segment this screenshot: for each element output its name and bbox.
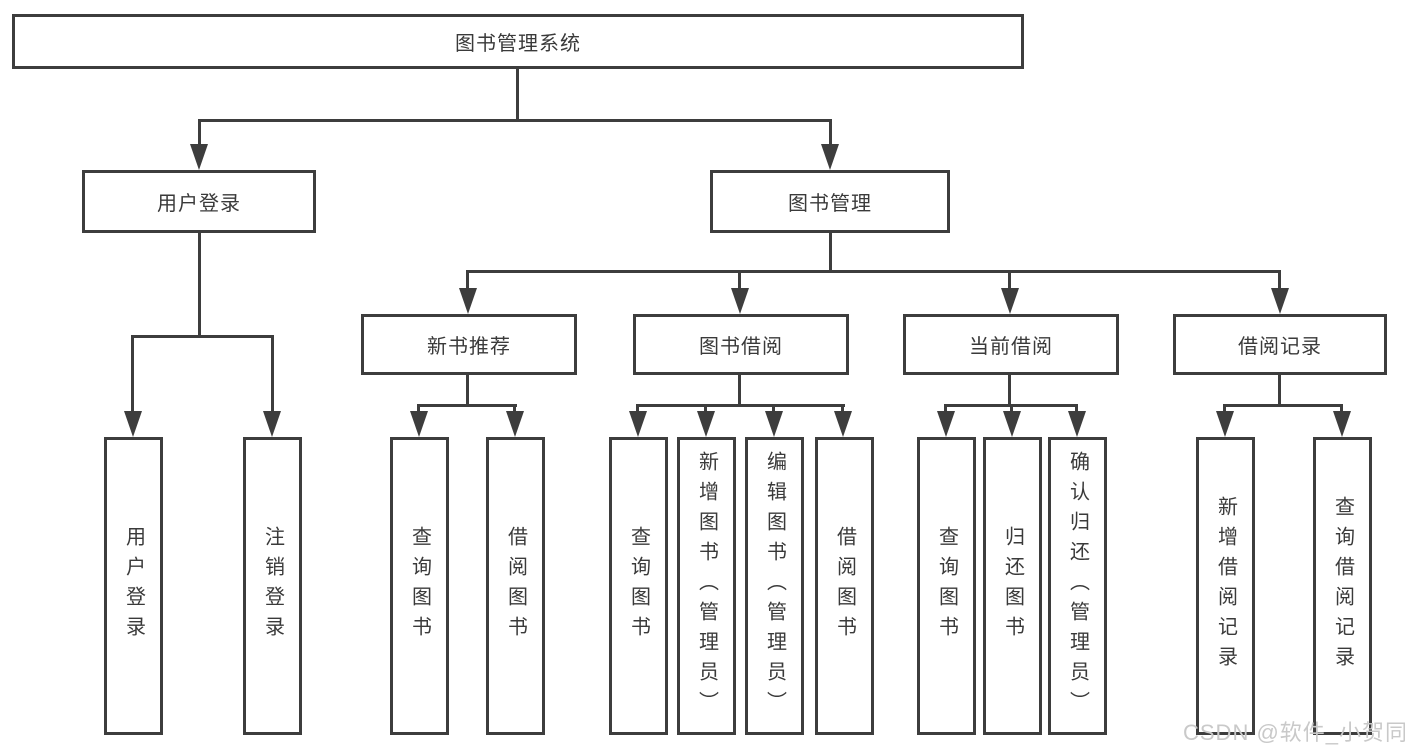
connector bbox=[417, 404, 420, 414]
node-label: 借阅记录 bbox=[1238, 336, 1322, 358]
connector bbox=[1278, 270, 1281, 291]
leaf-borrow-books: 借阅图书 bbox=[815, 437, 874, 735]
arrowhead-icon bbox=[506, 411, 524, 437]
leaf-label: 借阅图书 bbox=[504, 526, 527, 646]
arrowhead-icon bbox=[821, 144, 839, 170]
connector bbox=[466, 270, 469, 291]
leaf-query-borrow-record: 查询借阅记录 bbox=[1313, 437, 1372, 735]
connector bbox=[131, 335, 134, 414]
connector bbox=[841, 404, 844, 414]
node-book-management: 图书管理 bbox=[710, 170, 950, 233]
connector bbox=[944, 404, 947, 414]
connector bbox=[198, 119, 201, 147]
node-borrow-record: 借阅记录 bbox=[1173, 314, 1387, 375]
node-current-borrow: 当前借阅 bbox=[903, 314, 1119, 375]
arrowhead-icon bbox=[629, 411, 647, 437]
csdn-watermark: CSDN @软件_小贺同学 bbox=[1183, 720, 1405, 745]
node-user-login: 用户登录 bbox=[82, 170, 316, 233]
node-root-library-system: 图书管理系统 bbox=[12, 14, 1024, 69]
connector bbox=[1008, 375, 1011, 407]
arrowhead-icon bbox=[697, 411, 715, 437]
leaf-label: 借阅图书 bbox=[833, 526, 856, 646]
leaf-label: 新增图书（管理员） bbox=[695, 451, 718, 721]
connector bbox=[636, 404, 639, 414]
arrowhead-icon bbox=[1068, 411, 1086, 437]
leaf-label: 编辑图书（管理员） bbox=[763, 451, 786, 721]
connector bbox=[1223, 404, 1343, 407]
node-label: 图书管理 bbox=[788, 193, 872, 215]
node-book-borrow: 图书借阅 bbox=[633, 314, 849, 375]
arrowhead-icon bbox=[1001, 288, 1019, 314]
leaf-label: 用户登录 bbox=[122, 526, 145, 646]
arrowhead-icon bbox=[731, 288, 749, 314]
connector bbox=[198, 233, 201, 337]
leaf-return-books: 归还图书 bbox=[983, 437, 1042, 735]
arrowhead-icon bbox=[1216, 411, 1234, 437]
node-label: 图书管理系统 bbox=[455, 33, 581, 55]
arrowhead-icon bbox=[190, 144, 208, 170]
connector bbox=[636, 404, 845, 407]
connector bbox=[417, 404, 517, 407]
arrowhead-icon bbox=[834, 411, 852, 437]
leaf-add-borrow-record: 新增借阅记录 bbox=[1196, 437, 1255, 735]
leaf-label: 注销登录 bbox=[261, 526, 284, 646]
leaf-confirm-return-admin: 确认归还（管理员） bbox=[1048, 437, 1107, 735]
leaf-borrow-books-recommend: 借阅图书 bbox=[486, 437, 545, 735]
connector bbox=[271, 335, 274, 414]
connector bbox=[466, 375, 469, 407]
connector bbox=[466, 270, 1281, 273]
connector bbox=[131, 335, 274, 338]
leaf-edit-books-admin: 编辑图书（管理员） bbox=[745, 437, 804, 735]
connector bbox=[1075, 404, 1078, 414]
node-label: 图书借阅 bbox=[699, 336, 783, 358]
leaf-logout: 注销登录 bbox=[243, 437, 302, 735]
connector bbox=[1008, 270, 1011, 291]
leaf-label: 查询图书 bbox=[935, 526, 958, 646]
arrowhead-icon bbox=[124, 411, 142, 437]
leaf-query-books-recommend: 查询图书 bbox=[390, 437, 449, 735]
connector bbox=[829, 233, 832, 272]
connector bbox=[1010, 404, 1013, 414]
connector bbox=[1223, 404, 1226, 414]
node-label: 新书推荐 bbox=[427, 336, 511, 358]
arrowhead-icon bbox=[765, 411, 783, 437]
leaf-label: 查询借阅记录 bbox=[1331, 496, 1354, 676]
arrowhead-icon bbox=[1271, 288, 1289, 314]
arrowhead-icon bbox=[1333, 411, 1351, 437]
connector bbox=[513, 404, 516, 414]
connector bbox=[829, 119, 832, 147]
leaf-query-books-current: 查询图书 bbox=[917, 437, 976, 735]
arrowhead-icon bbox=[937, 411, 955, 437]
connector bbox=[198, 119, 832, 122]
leaf-label: 查询图书 bbox=[408, 526, 431, 646]
leaf-add-books-admin: 新增图书（管理员） bbox=[677, 437, 736, 735]
node-label: 用户登录 bbox=[157, 193, 241, 215]
connector bbox=[738, 375, 741, 407]
connector bbox=[1278, 375, 1281, 407]
connector bbox=[704, 404, 707, 414]
leaf-user-login: 用户登录 bbox=[104, 437, 163, 735]
leaf-label: 归还图书 bbox=[1001, 526, 1024, 646]
leaf-query-books-borrow: 查询图书 bbox=[609, 437, 668, 735]
connector bbox=[516, 68, 519, 122]
leaf-label: 确认归还（管理员） bbox=[1066, 451, 1089, 721]
connector bbox=[738, 270, 741, 291]
arrowhead-icon bbox=[410, 411, 428, 437]
node-label: 当前借阅 bbox=[969, 336, 1053, 358]
arrowhead-icon bbox=[263, 411, 281, 437]
arrowhead-icon bbox=[459, 288, 477, 314]
node-new-book-recommend: 新书推荐 bbox=[361, 314, 577, 375]
connector bbox=[1340, 404, 1343, 414]
connector bbox=[772, 404, 775, 414]
leaf-label: 新增借阅记录 bbox=[1214, 496, 1237, 676]
leaf-label: 查询图书 bbox=[627, 526, 650, 646]
arrowhead-icon bbox=[1003, 411, 1021, 437]
